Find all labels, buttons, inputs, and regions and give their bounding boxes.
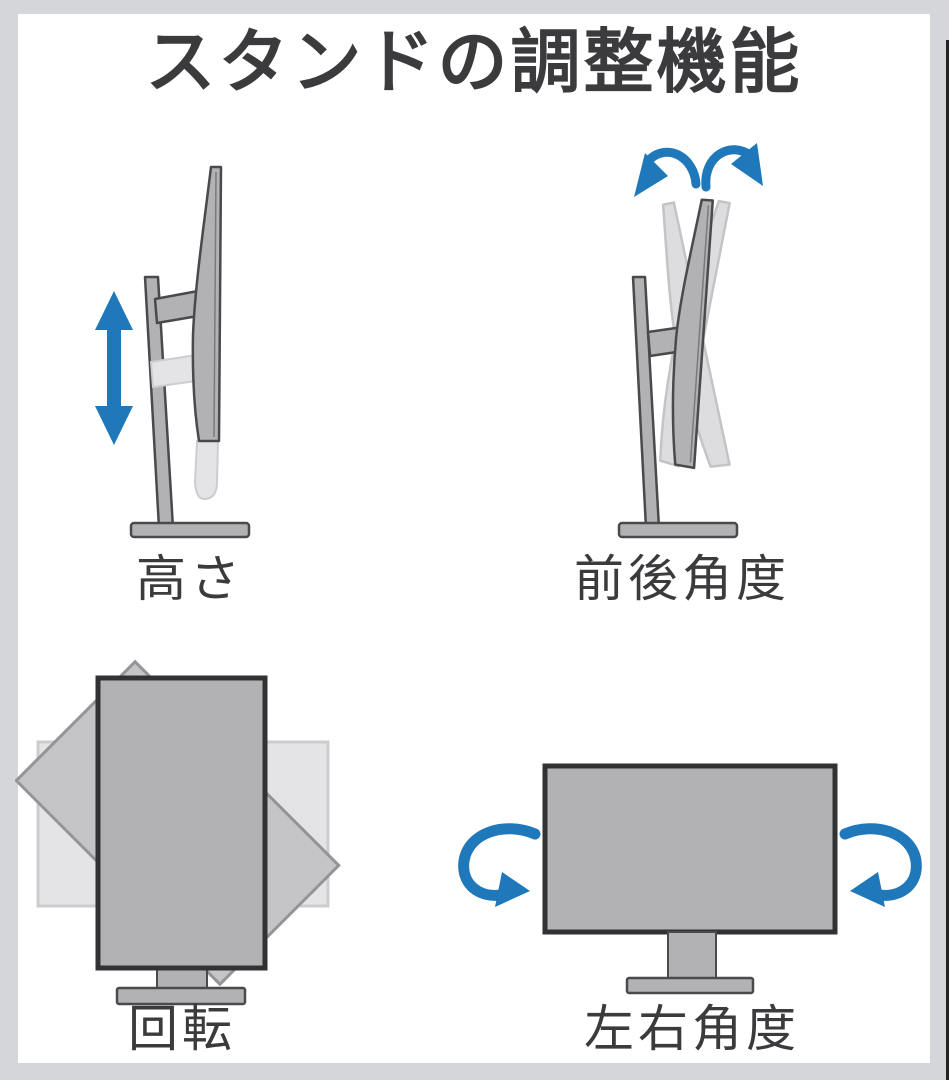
screen-portrait <box>95 675 268 971</box>
stand-arm <box>153 289 200 325</box>
caption-tilt: 前後角度 <box>574 550 790 608</box>
stand-base <box>617 521 739 539</box>
right-edge-line <box>946 40 949 1080</box>
tilt-arc-arrows-icon <box>634 143 763 197</box>
height-adjustment-figure <box>95 165 251 539</box>
ghost-monitor-lower <box>193 440 220 501</box>
monitor-side-panel <box>671 198 715 470</box>
panel-seam-line <box>213 171 217 438</box>
caption-swivel: 左右角度 <box>584 1000 800 1058</box>
stand-base <box>625 976 755 995</box>
caption-height: 高さ <box>136 550 244 608</box>
swivel-right-arrow-icon <box>839 823 922 907</box>
stand-neck <box>667 931 717 980</box>
tilt-adjustment-figure <box>617 143 763 539</box>
page-title: スタンドの調整機能 <box>145 21 803 103</box>
monitor-side-panel <box>191 165 223 443</box>
caption-pivot: 回転 <box>128 1000 236 1058</box>
pivot-rotation-figure <box>15 659 341 1006</box>
screen-landscape <box>542 763 838 935</box>
stand-base <box>129 521 251 539</box>
stand-base <box>115 986 247 1006</box>
swivel-adjustment-figure <box>458 763 922 995</box>
swivel-left-arrow-icon <box>458 823 541 907</box>
up-down-arrow-icon <box>95 291 133 445</box>
stand-pole <box>631 275 661 530</box>
